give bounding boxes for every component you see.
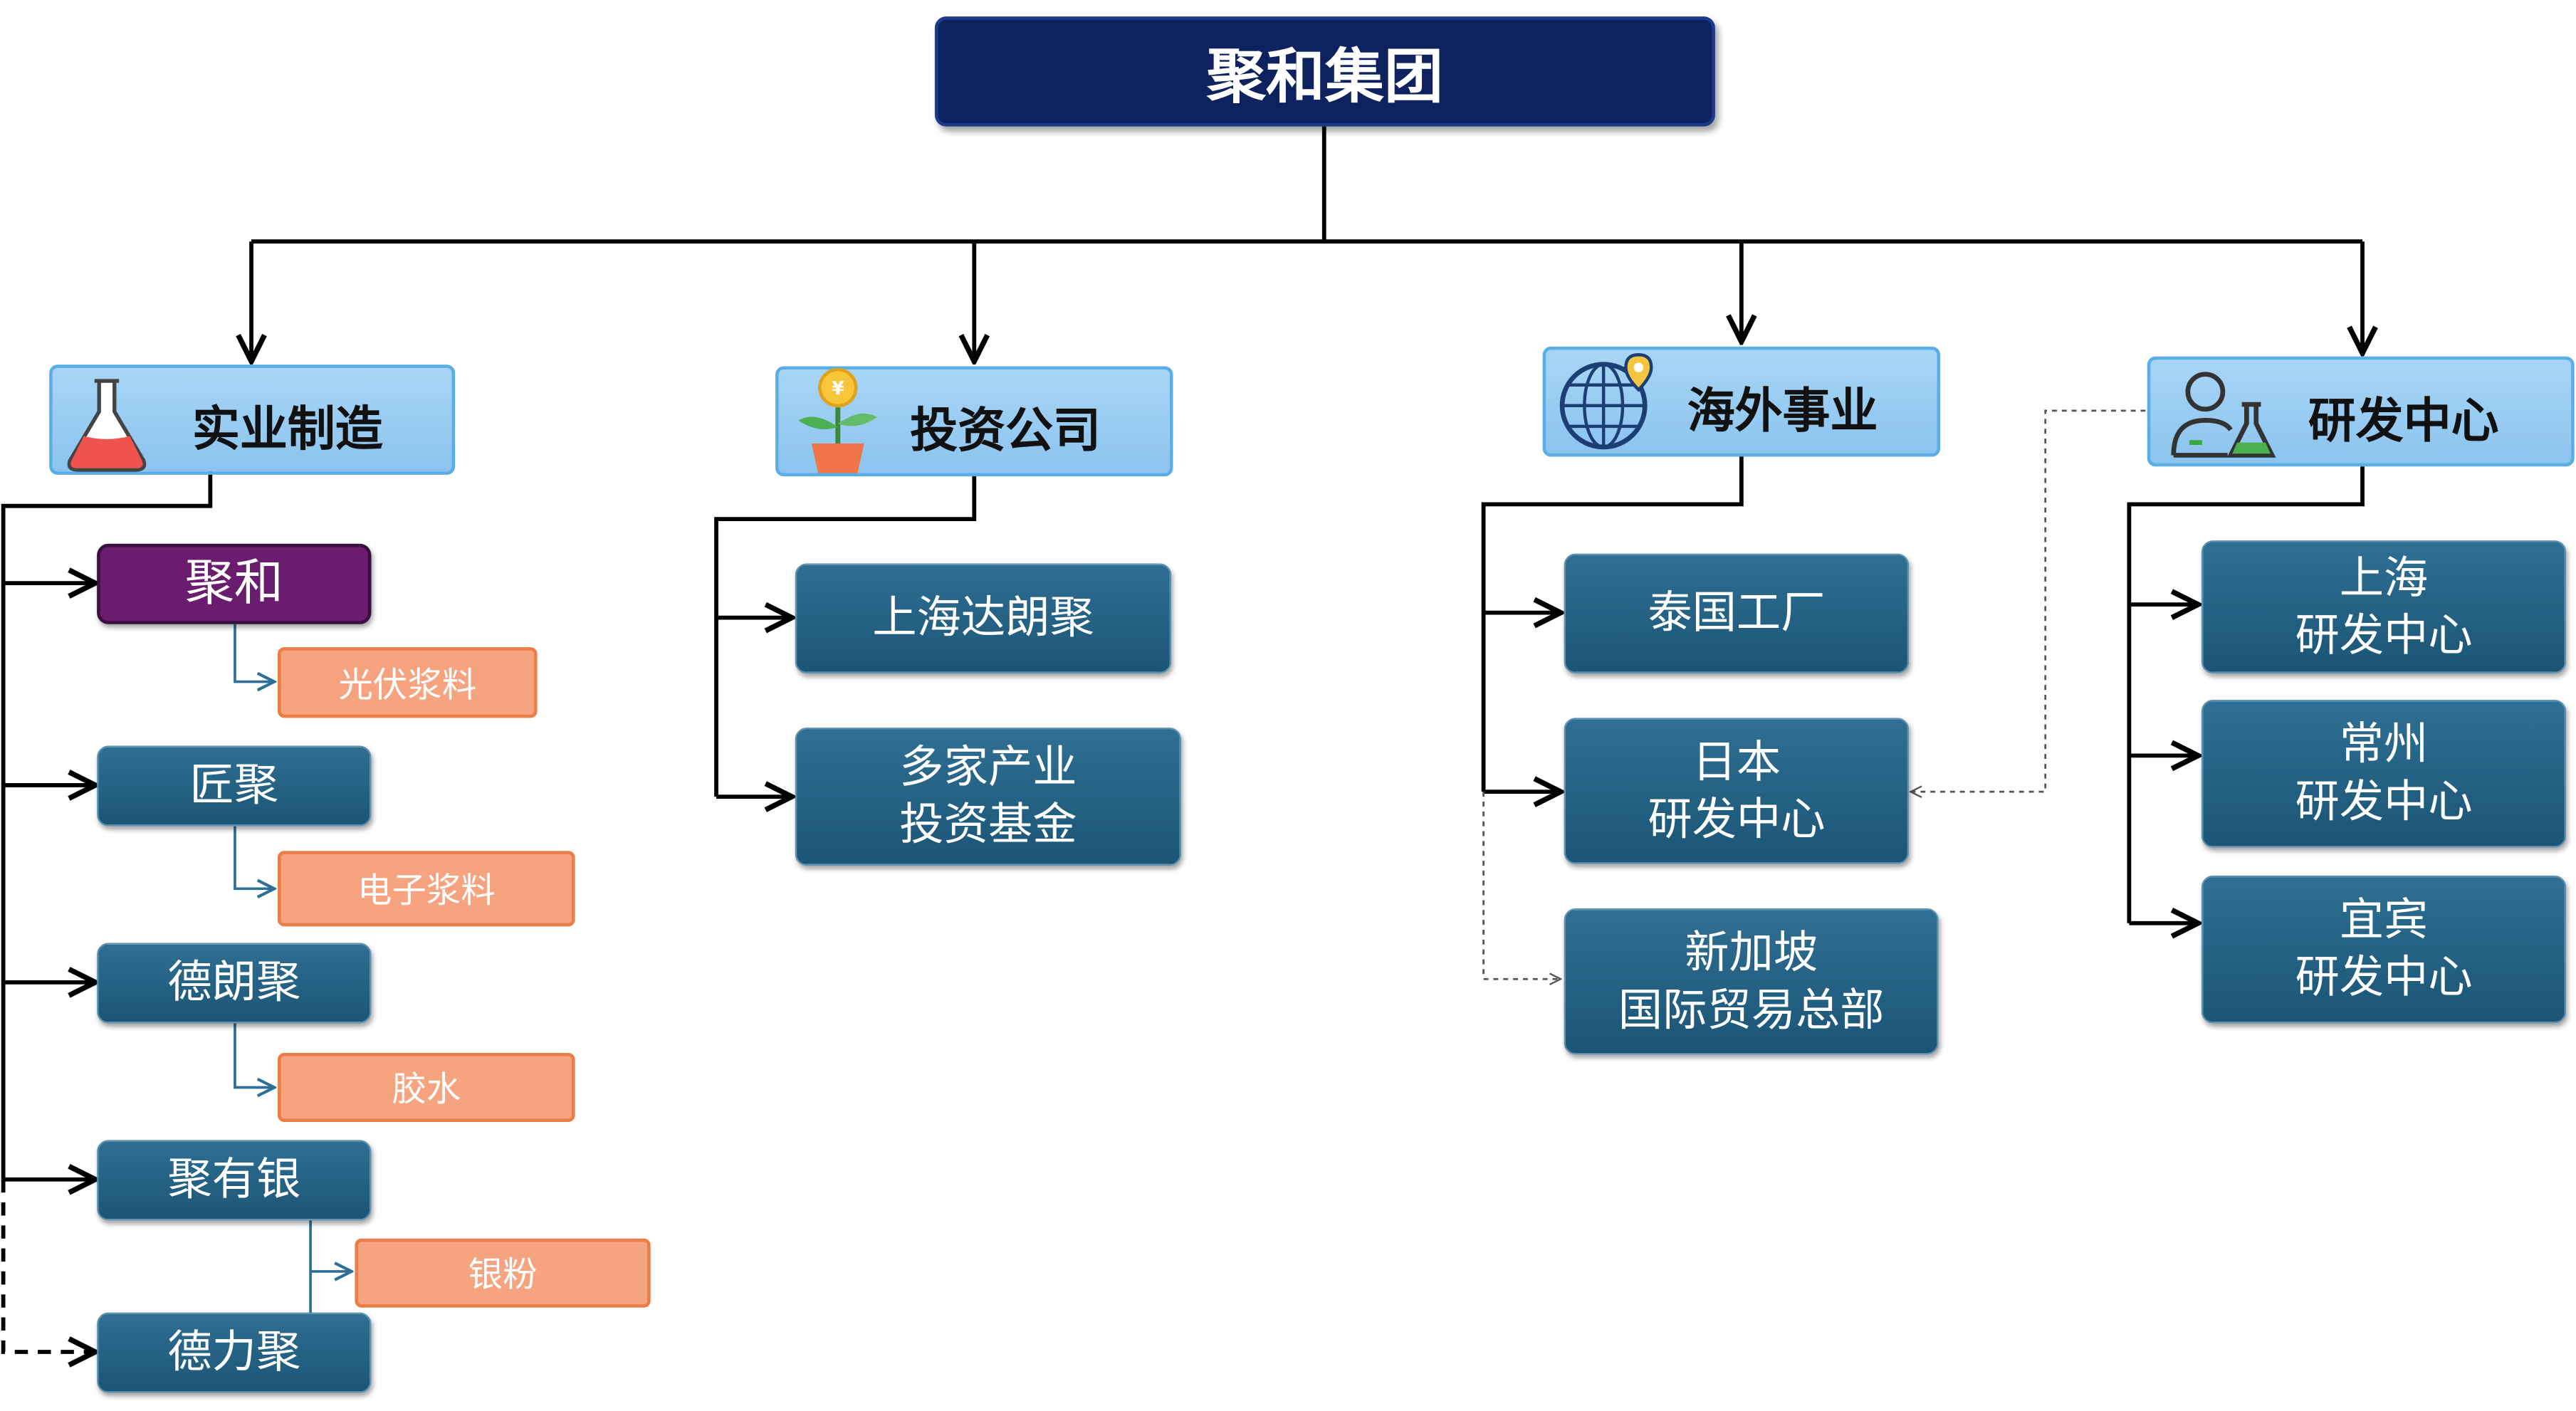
unit-delijue-label: 德力聚 — [167, 1327, 301, 1378]
root-label: 聚和集团 — [1206, 43, 1444, 111]
root-node: 聚和集团 — [934, 16, 1715, 127]
manufacturing-bus — [1, 469, 213, 1180]
unit-juyouyin: 聚有银 — [97, 1140, 372, 1221]
unit-industry-funds: 多家产业 投资基金 — [795, 728, 1182, 866]
unit-jiangju: 匠聚 — [97, 745, 372, 827]
unit-singapore-hq-line1: 新加坡 — [1685, 927, 1818, 979]
unit-yibin-rnd: 宜宾 研发中心 — [2201, 875, 2567, 1024]
unit-singapore-hq: 新加坡 国际贸易总部 — [1564, 908, 1939, 1055]
scientist-icon — [2171, 372, 2276, 458]
unit-jiangju-label: 匠聚 — [189, 760, 279, 812]
category-overseas: 海外事业 — [1542, 346, 1941, 457]
unit-juhe: 聚和 — [97, 543, 372, 624]
product-electronic-paste: 电子浆料 — [277, 851, 575, 927]
unit-japan-rnd-line1: 日本 — [1692, 736, 1781, 788]
unit-thailand-factory: 泰国工厂 — [1564, 553, 1910, 674]
unit-japan-rnd: 日本 研发中心 — [1564, 718, 1910, 864]
unit-industry-funds-line2: 投资基金 — [899, 799, 1077, 851]
product-pv-paste: 光伏浆料 — [277, 647, 538, 718]
unit-changzhou-rnd-line1: 常州 — [2339, 719, 2429, 771]
unit-shanghai-rnd: 上海 研发中心 — [2201, 540, 2567, 674]
product-silver-powder-label: 银粉 — [468, 1254, 538, 1295]
product-electronic-paste-label: 电子浆料 — [357, 870, 496, 911]
category-overseas-label: 海外事业 — [1687, 382, 1878, 439]
unit-shanghai-rnd-line2: 研发中心 — [2295, 610, 2473, 661]
to-delijue-dashed — [1, 1179, 95, 1352]
investment-bus — [714, 473, 977, 797]
unit-industry-funds-line1: 多家产业 — [899, 742, 1077, 794]
unit-juyouyin-label: 聚有银 — [167, 1155, 301, 1206]
delangju-to-product — [234, 1023, 274, 1088]
unit-shanghai-rnd-line1: 上海 — [2339, 552, 2429, 604]
juhe-to-product — [234, 624, 274, 682]
rnd-bus — [2127, 466, 2365, 923]
rnd-to-japan-dotted — [1911, 409, 2146, 792]
unit-changzhou-rnd-line2: 研发中心 — [2295, 777, 2473, 828]
unit-yibin-rnd-line2: 研发中心 — [2295, 953, 2473, 1004]
category-manufacturing-label: 实业制造 — [192, 401, 383, 457]
unit-dalangju-label: 上海达朗聚 — [872, 592, 1094, 644]
unit-delangju-label: 德朗聚 — [167, 958, 301, 1009]
svg-text:¥: ¥ — [832, 377, 844, 399]
product-glue: 胶水 — [277, 1053, 575, 1122]
overseas-bus — [1481, 453, 1744, 792]
unit-singapore-hq-line2: 国际贸易总部 — [1618, 985, 1885, 1036]
unit-japan-rnd-line2: 研发中心 — [1648, 794, 1826, 846]
unit-yibin-rnd-line1: 宜宾 — [2339, 895, 2429, 947]
unit-dalangju: 上海达朗聚 — [795, 563, 1172, 674]
unit-delijue: 德力聚 — [97, 1312, 372, 1393]
flask-icon — [67, 379, 147, 472]
product-silver-powder: 银粉 — [355, 1238, 651, 1308]
category-investment: ¥ 投资公司 — [775, 366, 1173, 477]
category-rnd-label: 研发中心 — [2308, 392, 2499, 449]
jiangju-to-product — [234, 826, 274, 889]
product-pv-paste-label: 光伏浆料 — [338, 664, 477, 704]
money-plant-icon: ¥ — [798, 367, 878, 473]
category-rnd: 研发中心 — [2147, 356, 2575, 467]
product-glue-label: 胶水 — [392, 1069, 461, 1109]
overseas-to-singapore-dotted — [1482, 792, 1561, 979]
category-manufacturing: 实业制造 — [49, 364, 456, 475]
globe-icon — [1559, 353, 1653, 450]
unit-delangju: 德朗聚 — [97, 943, 372, 1024]
category-investment-label: 投资公司 — [910, 402, 1101, 458]
unit-changzhou-rnd: 常州 研发中心 — [2201, 699, 2567, 848]
unit-juhe-label: 聚和 — [184, 555, 284, 613]
unit-thailand-factory-label: 泰国工厂 — [1648, 588, 1826, 639]
